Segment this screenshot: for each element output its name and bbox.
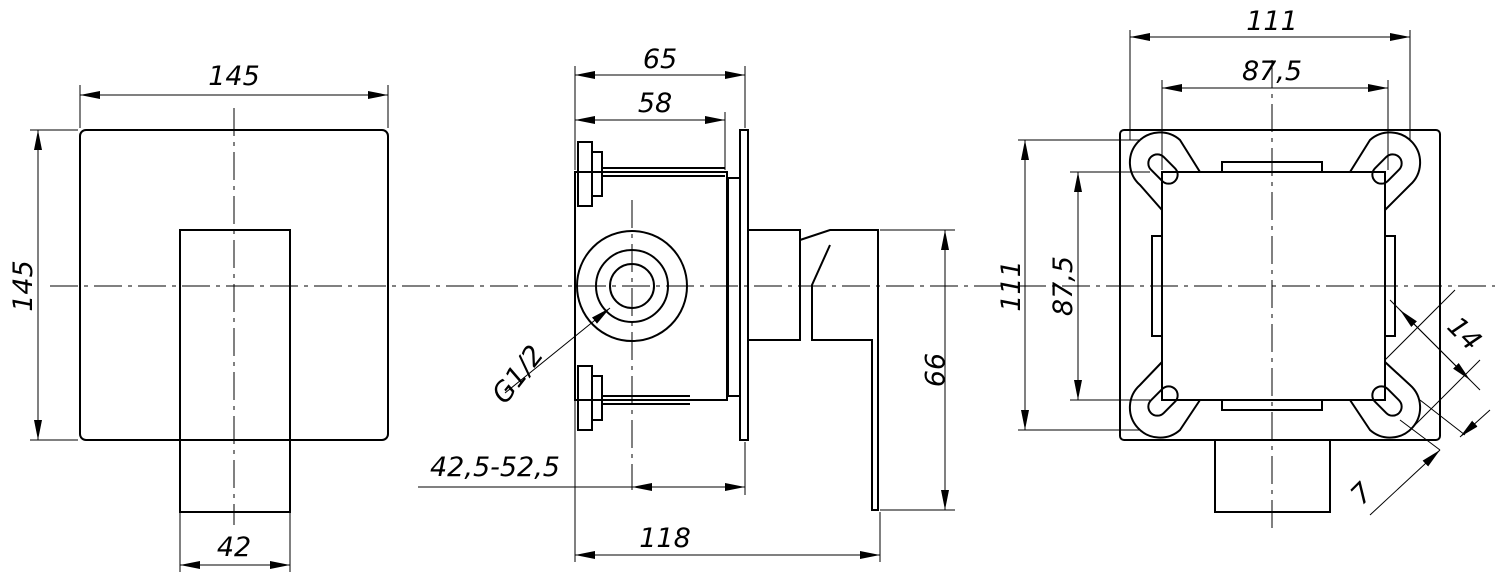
dim-back-height: 111 — [996, 260, 1027, 312]
dim-total-depth: 118 — [639, 523, 691, 554]
mounting-lug-tl — [1128, 131, 1201, 211]
side-view: G1/2 65 58 42,5-52,5 118 99 — [418, 44, 955, 562]
dim-body-depth: 58 — [638, 88, 672, 119]
dim-slot-length: 14 — [1441, 311, 1487, 357]
dim-depth: 65 — [643, 44, 677, 75]
dim-hole-spacing-v: 87,5 — [1048, 256, 1079, 316]
lever-handle — [799, 229, 879, 511]
dim-handle-height: 99 — [918, 353, 949, 387]
dim-back-width: 111 — [1246, 6, 1298, 37]
handle — [179, 229, 291, 513]
back-view: 111 87,5 111 87,5 14 7 — [996, 6, 1491, 530]
front-view: 145 145 42 — [8, 61, 389, 572]
dim-hole-spacing: 87,5 — [1242, 56, 1302, 87]
dim-handle-width: 42 — [217, 532, 251, 563]
dim-install-range: 42,5-52,5 — [430, 452, 560, 483]
mounting-plate — [739, 129, 749, 441]
label-thread: G1/2 — [486, 340, 550, 410]
dim-slot-width: 7 — [1345, 477, 1379, 511]
dim-front-width: 145 — [208, 61, 260, 92]
dim-front-height: 145 — [8, 260, 39, 312]
mounting-lug-tr — [1349, 131, 1422, 211]
mounting-lug-bl — [1128, 361, 1201, 439]
